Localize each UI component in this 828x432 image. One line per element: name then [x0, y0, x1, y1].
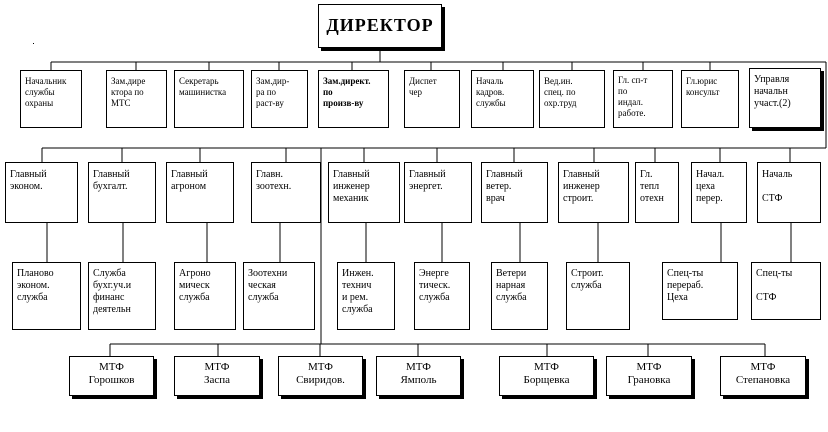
row2-box-chief-construction-engineer: Главный инженер строит.	[558, 162, 629, 223]
row1-box-hr-chief: Началь кадров. службы	[471, 70, 534, 128]
row3-box-engineering-service: Инжен. технич и рем. служба	[337, 262, 395, 330]
row3-box-planning-service: Планово эконом. служба	[12, 262, 81, 330]
row2-box-chief-power-engineer: Главный энергет.	[404, 162, 472, 223]
row2-box-chief-heat-engineer: Гл. тепл отехн	[635, 162, 679, 223]
row1-box-deputy-crops: Зам.дир- ра по раст-ву	[251, 70, 308, 128]
row3-box-construction-service: Строит. служба	[566, 262, 630, 330]
mtf-box-zaspa: МТФ Заспа	[174, 356, 260, 396]
row3-box-zootechnical-service: Зоотехни ческая служба	[243, 262, 315, 330]
row2-box-processing-shop-chief: Начал. цеха перер.	[691, 162, 747, 223]
row1-box-security-chief: Начальник службы охраны	[20, 70, 82, 128]
row2-box-chief-zootechnician: Главн. зоотехн.	[251, 162, 321, 223]
mtf-box-sviridov: МТФ Свиридов.	[278, 356, 363, 396]
mtf-box-goroshkov: МТФ Горошков	[69, 356, 154, 396]
mtf-box-yampol: МТФ Ямполь	[376, 356, 461, 396]
row1-box-safety-engineer: Вед.ин. спец. по охр.труд	[539, 70, 605, 128]
row3-box-agronomy-service: Агроно мическ служба	[174, 262, 236, 330]
mtf-box-granovka: МТФ Грановка	[606, 356, 692, 396]
row2-box-stf-chief: Началь СТФ	[757, 162, 821, 223]
row2-box-chief-accountant: Главный бухгалт.	[88, 162, 156, 223]
row3-box-accounting-service: Служба бухг.уч.и финанс деятельн	[88, 262, 156, 330]
row3-box-processing-specialists: Спец-ты перераб. Цеха	[662, 262, 738, 320]
row1-box-deputy-mts: Зам.дире ктора по МТС	[106, 70, 167, 128]
row1-box-dispatcher: Диспет чер	[404, 70, 460, 128]
row1-box-section-managers: Управля начальн участ.(2)	[749, 68, 821, 128]
mtf-box-borshchevka: МТФ Борщевка	[499, 356, 594, 396]
mtf-box-stepanovka: МТФ Степановка	[720, 356, 806, 396]
row1-box-secretary: Секретарь машинистка	[174, 70, 244, 128]
row3-box-stf-specialists: Спец-ты СТФ	[751, 262, 821, 320]
row1-box-specialist: Гл. сп-т по индал. работе.	[613, 70, 673, 128]
row2-box-chief-veterinarian: Главный ветер. врач	[481, 162, 548, 223]
stray-dot	[33, 43, 34, 44]
row3-box-veterinary-service: Ветери нарная служба	[491, 262, 548, 330]
row1-box-deputy-production: Зам.директ. по произв-ву	[318, 70, 389, 128]
row1-box-legal-adviser: Гл.юрис консульт	[681, 70, 739, 128]
row3-box-energy-service: Энерге тическ. служба	[414, 262, 470, 330]
row2-box-chief-agronomist: Главный агроном	[166, 162, 234, 223]
row2-box-chief-economist: Главный эконом.	[5, 162, 78, 223]
row2-box-chief-mechanic: Главный инженер механик	[328, 162, 400, 223]
director-box: ДИРЕКТОР	[318, 4, 442, 48]
